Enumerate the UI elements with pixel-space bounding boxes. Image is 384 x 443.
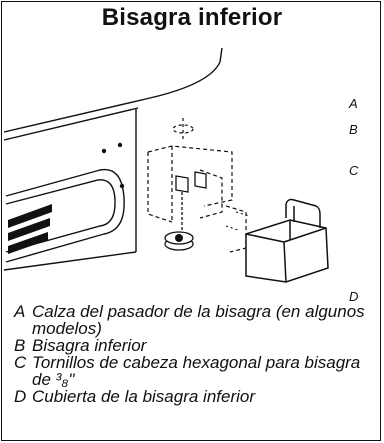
callout-c: C: [349, 163, 359, 178]
vent-panel-inner: [5, 179, 116, 253]
cabinet-inner-edge: [3, 107, 139, 141]
legend-text: Tornillos de cabeza hexagonal para bisag…: [32, 353, 361, 389]
hinge-bracket-dashed: [147, 145, 247, 253]
hinge-cover: [245, 198, 329, 283]
callout-a: A: [349, 96, 358, 111]
alignment-dashes: [225, 211, 251, 231]
hinge-pin-shim: [172, 118, 194, 140]
legend-item-a: A Calza del pasador de la bisagra (en al…: [14, 303, 374, 337]
hex-screws: [175, 171, 207, 232]
diagram-title: Bisagra inferior: [101, 4, 283, 31]
legend-letter: A: [14, 302, 26, 321]
legend-letter: C: [14, 353, 27, 372]
cabinet-outline: [3, 47, 223, 133]
legend-item-b: B Bisagra inferior: [14, 337, 374, 354]
legend: A Calza del pasador de la bisagra (en al…: [14, 303, 374, 405]
vent-panel: [5, 168, 125, 263]
legend-item-c: C Tornillos de cabeza hexagonal para bis…: [14, 354, 374, 388]
vent-slots: [8, 204, 52, 254]
legend-text: Cubierta de la bisagra inferior: [32, 387, 256, 406]
legend-item-d: D Cubierta de la bisagra inferior: [14, 388, 374, 405]
legend-text: Bisagra inferior: [32, 336, 147, 355]
hinge-illustration: [3, 47, 329, 283]
legend-letter: B: [14, 336, 26, 355]
callout-b: B: [349, 122, 358, 137]
callout-d: D: [349, 289, 359, 304]
cabinet-screws: [101, 142, 125, 189]
legend-text: Calza del pasador de la bisagra (en algu…: [32, 302, 365, 338]
cabinet-bottom: [3, 251, 137, 271]
leveling-foot: [164, 231, 194, 251]
legend-letter: D: [14, 387, 27, 406]
